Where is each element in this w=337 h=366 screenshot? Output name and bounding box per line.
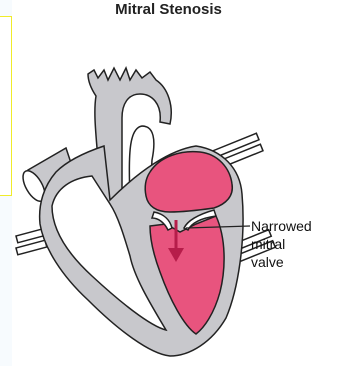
annotation-line-2: mitral	[251, 235, 312, 253]
annotation-line-1: Narrowed	[251, 217, 312, 235]
annotation-line-3: valve	[251, 253, 312, 271]
annotation-label: Narrowed mitral valve	[251, 217, 312, 271]
